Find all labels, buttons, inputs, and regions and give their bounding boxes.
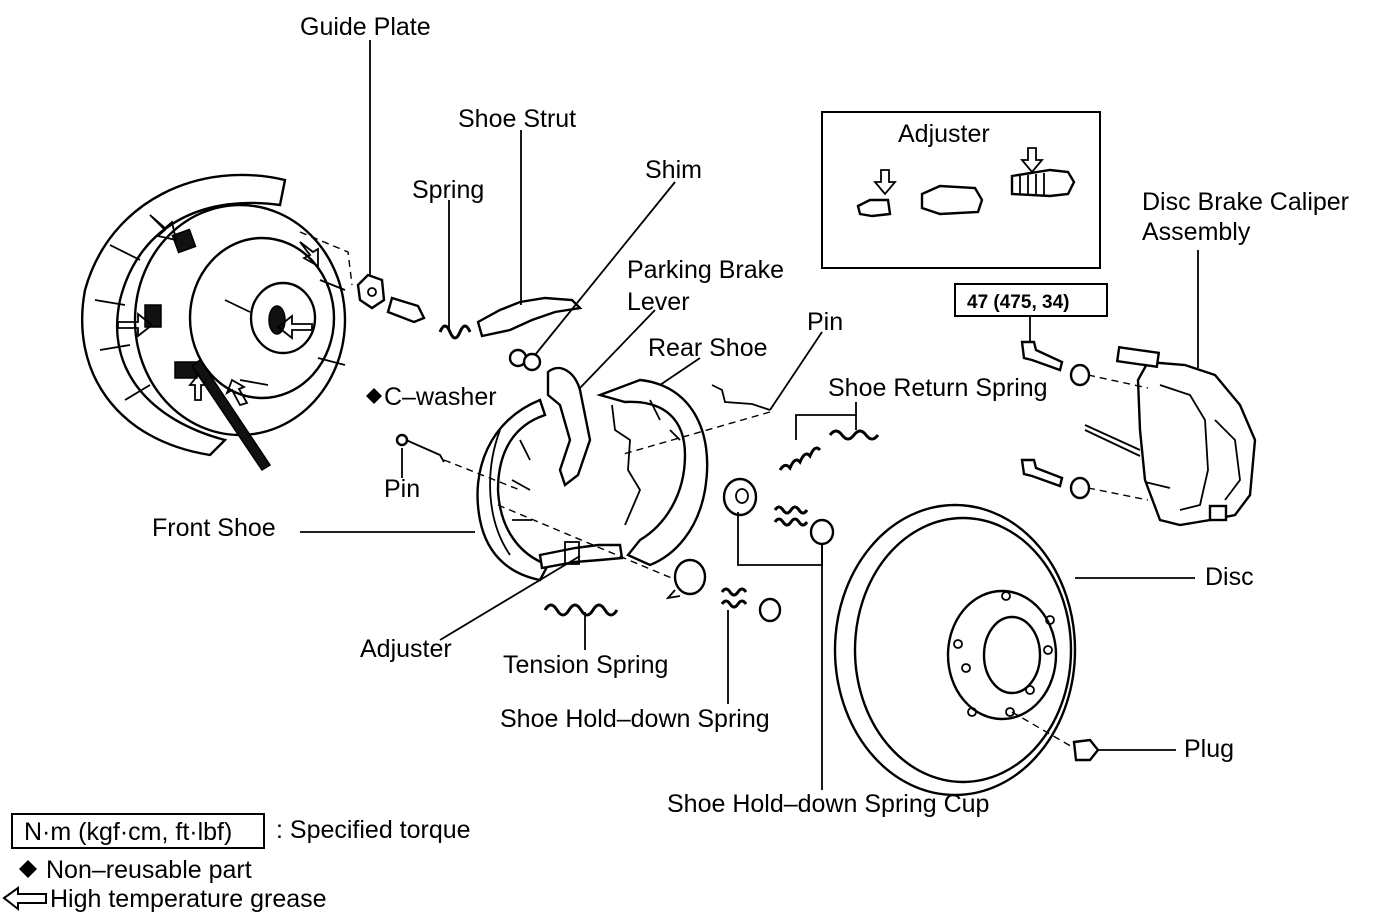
- label-shim: Shim: [645, 156, 702, 184]
- front-shoe-part: [476, 398, 550, 582]
- legend-torque-box: [11, 813, 265, 849]
- shoe-strut-part: [476, 296, 583, 338]
- caliper-bolts: [1020, 340, 1091, 500]
- label-c-washer-group: C–washer: [366, 383, 497, 411]
- torque-value: 47 (475, 34): [967, 292, 1069, 313]
- label-shoe-hold-down-spring-cup: Shoe Hold–down Spring Cup: [667, 790, 989, 818]
- legend-torque-text: : Specified torque: [276, 816, 471, 844]
- label-caliper-line1: Disc Brake Caliper: [1142, 188, 1349, 216]
- adjuster-inset: Adjuster: [821, 111, 1101, 269]
- inset-title: Adjuster: [898, 120, 990, 148]
- label-pin-left: Pin: [384, 475, 420, 503]
- adjuster-part: [538, 541, 624, 570]
- label-shoe-hold-down-spring: Shoe Hold–down Spring: [500, 705, 770, 733]
- labels: Guide Plate Shoe Strut Shim Spring Parki…: [152, 13, 1349, 818]
- label-plug: Plug: [1184, 735, 1234, 763]
- label-rear-shoe: Rear Shoe: [648, 334, 768, 362]
- label-shoe-return-spring: Shoe Return Spring: [828, 374, 1048, 402]
- pin-left-part: [395, 433, 445, 463]
- legend-nonreusable-text: Non–reusable part: [46, 856, 252, 884]
- diamond-icon: [19, 860, 37, 878]
- grease-arrows: [117, 214, 319, 407]
- hold-down-upper: [722, 477, 835, 546]
- caliper-part: [1084, 345, 1257, 527]
- label-spring: Spring: [412, 176, 484, 204]
- legend-grease-text: High temperature grease: [50, 885, 327, 913]
- diamond-icon: [366, 388, 382, 404]
- label-pin-top: Pin: [807, 308, 843, 336]
- hollow-arrow-icon: [2, 886, 47, 912]
- label-c-washer: C–washer: [384, 383, 497, 411]
- label-adjuster: Adjuster: [360, 635, 452, 663]
- label-shoe-strut: Shoe Strut: [458, 105, 576, 133]
- label-disc: Disc: [1205, 563, 1254, 591]
- disc-part: [833, 503, 1077, 797]
- guide-plate-part: [356, 273, 386, 310]
- legend: N·m (kgf·cm, ft·lbf) : Specified torque …: [2, 813, 471, 913]
- rear-shoe-part: [596, 378, 709, 567]
- leader-lines: [300, 40, 1199, 790]
- label-guide-plate: Guide Plate: [300, 13, 431, 41]
- label-parking-brake-line2: Lever: [627, 288, 690, 316]
- legend-torque-units: N·m (kgf·cm, ft·lbf): [24, 818, 232, 846]
- label-tension-spring: Tension Spring: [503, 651, 668, 679]
- torque-spec-box: 47 (475, 34): [954, 283, 1108, 342]
- parking-brake-lever-part: [546, 366, 592, 487]
- label-parking-brake-line1: Parking Brake: [627, 256, 784, 284]
- hold-down-lower: [665, 558, 782, 623]
- label-front-shoe: Front Shoe: [152, 514, 276, 542]
- backing-plate-assembly: [80, 173, 347, 472]
- label-caliper-line2: Assembly: [1142, 218, 1251, 246]
